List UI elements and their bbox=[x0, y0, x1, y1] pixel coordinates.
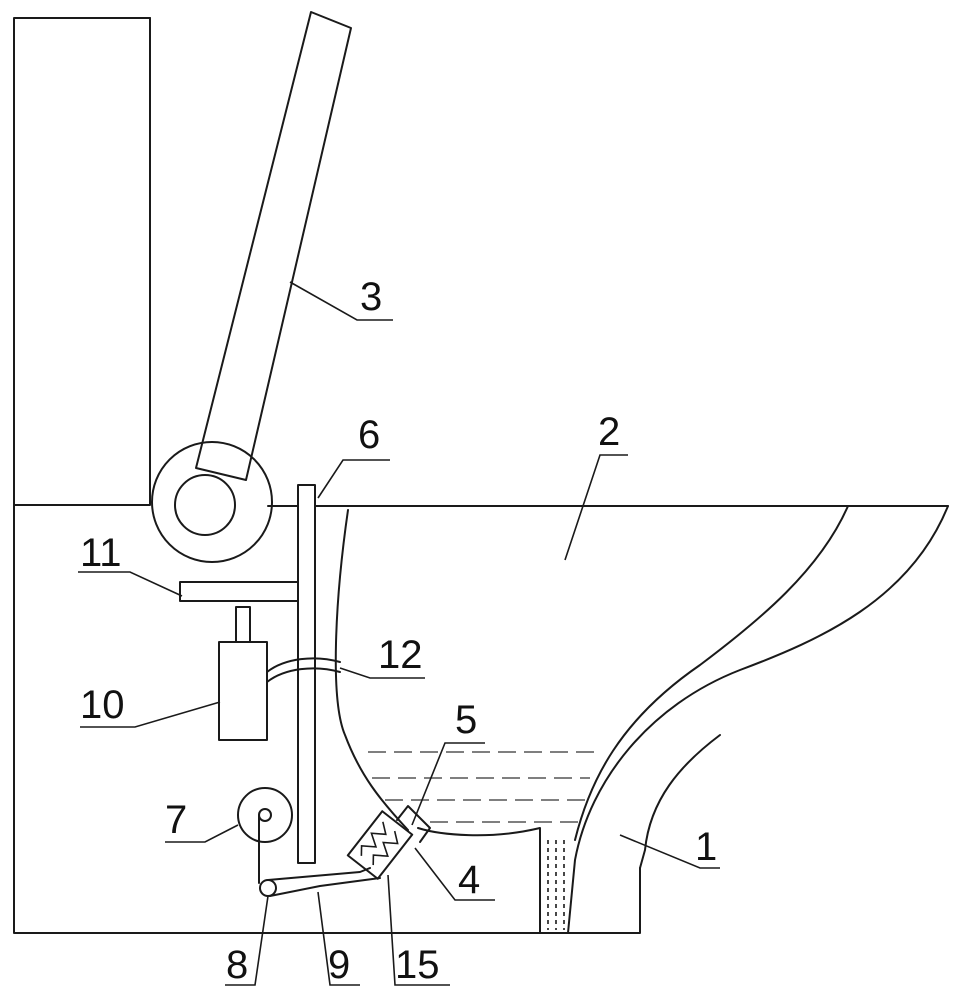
actuator-cylinder bbox=[218, 641, 268, 741]
actuator-piston bbox=[235, 606, 251, 643]
pulley-wheel bbox=[237, 787, 293, 843]
label-8: 8 bbox=[226, 943, 248, 987]
sensor-tip bbox=[396, 805, 431, 843]
horizontal-bracket bbox=[179, 581, 299, 602]
bowl-inner-left-wall bbox=[334, 509, 409, 831]
label-11: 11 bbox=[80, 531, 122, 575]
hinge-inner-ring bbox=[174, 474, 236, 536]
label-3: 3 bbox=[360, 275, 382, 319]
tube-upper bbox=[266, 657, 341, 673]
label-6: 6 bbox=[358, 413, 380, 457]
label-9: 9 bbox=[328, 943, 350, 987]
pivot-joint bbox=[259, 879, 277, 897]
label-4: 4 bbox=[458, 858, 480, 902]
trap-water-hatching bbox=[547, 840, 565, 930]
label-7: 7 bbox=[165, 798, 187, 842]
label-2: 2 bbox=[598, 410, 620, 454]
lever-arm bbox=[267, 867, 381, 897]
trap-inner-curve bbox=[639, 734, 721, 869]
label-12: 12 bbox=[378, 633, 423, 677]
label-5: 5 bbox=[455, 698, 477, 742]
bowl-outer-curve bbox=[567, 505, 949, 934]
sensor-assembly bbox=[346, 810, 414, 880]
label-15: 15 bbox=[395, 943, 440, 987]
tube-lower bbox=[266, 667, 341, 683]
leader-lines bbox=[78, 281, 720, 986]
vertical-rod bbox=[297, 484, 316, 864]
pulley-axle bbox=[258, 808, 272, 822]
bowl-inner-front-curve bbox=[574, 505, 849, 841]
label-10: 10 bbox=[80, 683, 125, 727]
toilet-base-outline bbox=[13, 17, 641, 934]
lid bbox=[195, 11, 352, 481]
hinge-outer-ring bbox=[151, 441, 273, 563]
label-1: 1 bbox=[695, 825, 717, 869]
